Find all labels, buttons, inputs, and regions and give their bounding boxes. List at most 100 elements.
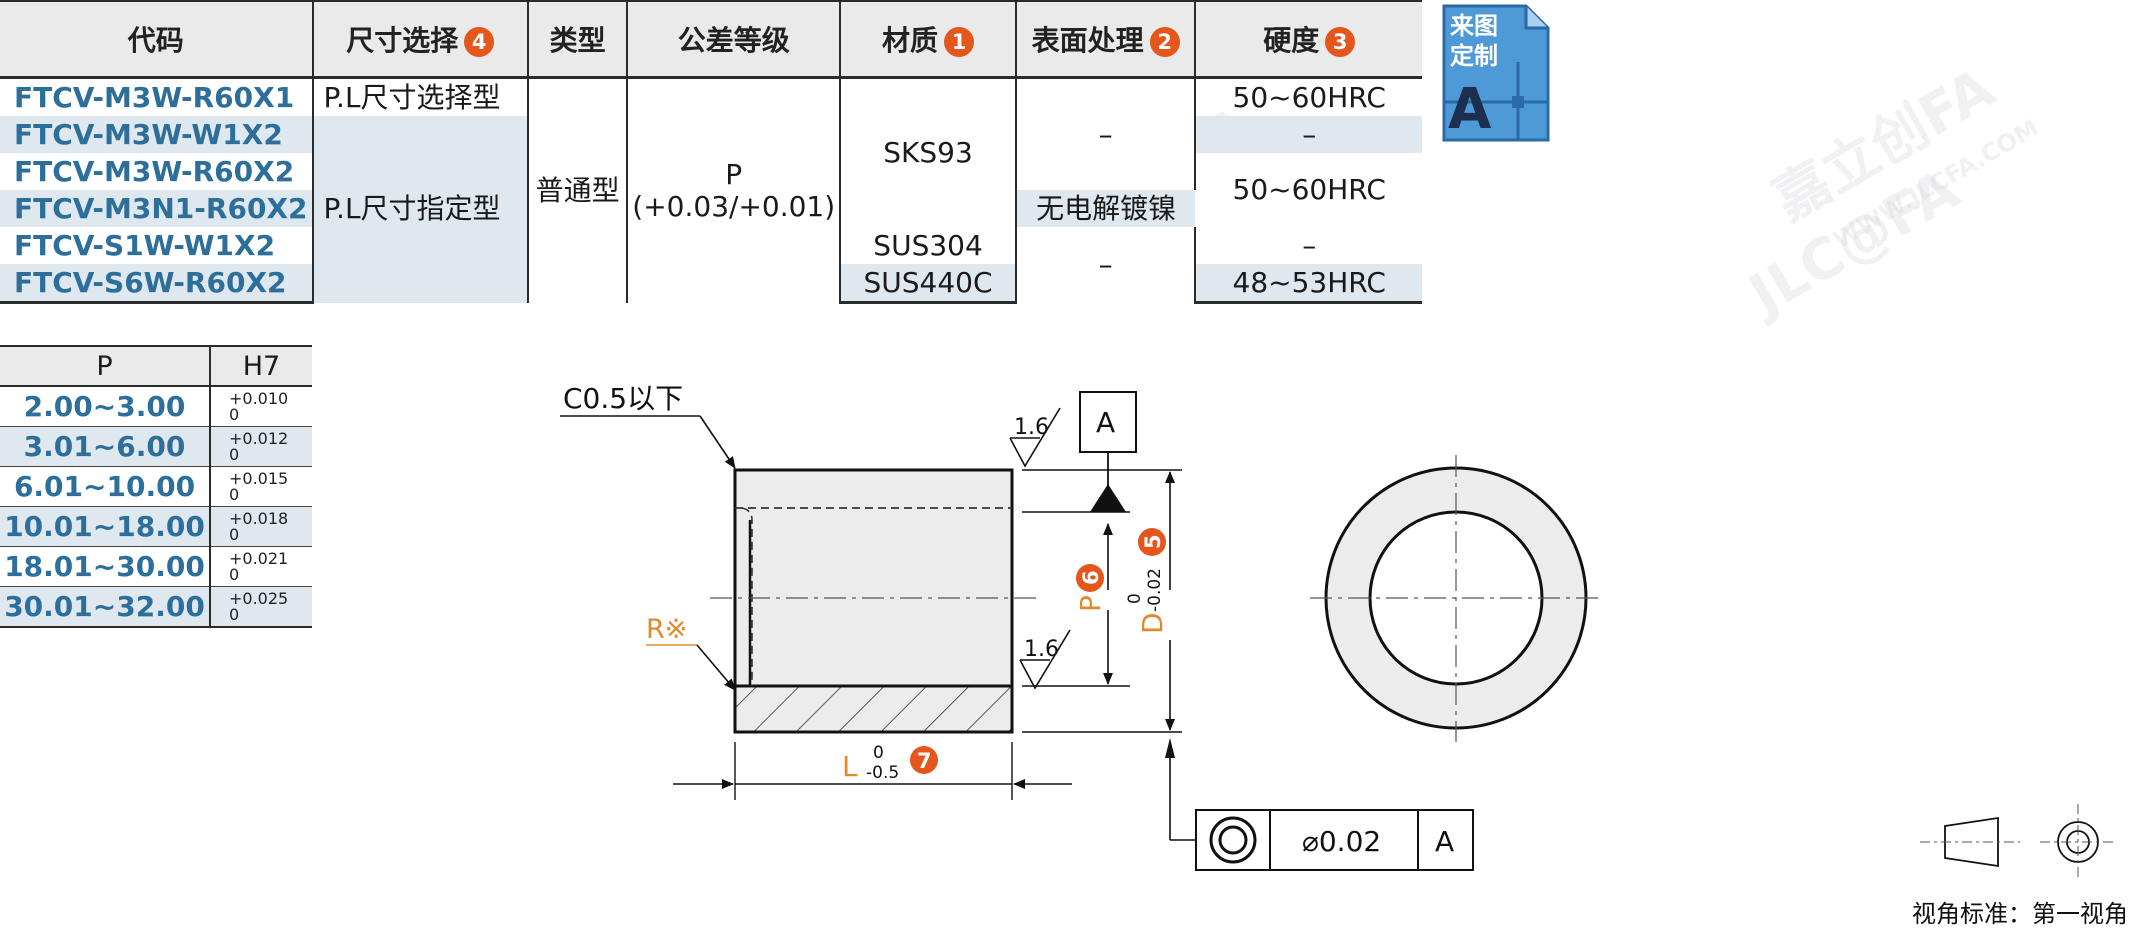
surface-cell-none: – [1015, 77, 1197, 190]
table-row: FTCV-M3N1-R60X2 无电解镀镍 [0, 190, 1422, 227]
length-dim-label: L [842, 750, 858, 783]
inner-dim-label: P [1074, 595, 1107, 612]
tolerance-p-cell: 6.01~10.00 [0, 466, 211, 507]
tolerance-header-row: P H7 [0, 345, 312, 387]
code-cell[interactable]: FTCV-M3W-R60X1 [0, 77, 314, 116]
tolerance-p-cell: 3.01~6.00 [0, 426, 211, 467]
radius-callout: R※ [646, 614, 736, 691]
tolerance-lower: 0 [229, 484, 240, 504]
tolerance-range: (+0.03/+0.01) [632, 189, 836, 223]
hardness-cell: – [1195, 116, 1422, 153]
code-cell[interactable]: FTCV-S1W-W1X2 [0, 227, 314, 264]
badge-line1: 来图 [1450, 12, 1498, 40]
tolerance-grade: P [725, 157, 743, 191]
material-badge: 1 [944, 27, 975, 57]
tolerance-lower: 0 [229, 564, 240, 584]
tolerance-lower: 0 [229, 404, 240, 424]
material-cell-sus304: SUS304 [840, 227, 1017, 264]
outer-dim-lower: -0.02 [1145, 568, 1165, 612]
header-code: 代码 [0, 0, 314, 79]
inner-diameter-dimension: P 6 [1074, 523, 1113, 685]
tolerance-lower: 0 [229, 444, 240, 464]
size-cell-specified: P.L尺寸指定型 [312, 116, 529, 303]
radius-note: R※ [646, 614, 687, 645]
type-cell: 普通型 [527, 77, 629, 303]
tolerance-p-cell: 2.00~3.00 [0, 386, 211, 427]
chamfer-note: C0.5以下 [563, 382, 683, 415]
roughness-symbol-bottom: 1.6 [1019, 629, 1071, 690]
length-dimension: L 0 -0.5 7 [673, 743, 1072, 789]
hardness-cell: – [1302, 228, 1317, 262]
table-row: FTCV-M3W-W1X2 P.L尺寸指定型 – [0, 116, 1422, 303]
code-cell[interactable]: FTCV-M3N1-R60X2 [0, 190, 314, 227]
tolerance-header-p: P [0, 345, 211, 387]
table-row: FTCV-S6W-R60X2 SUS440C 48~53HRC [0, 264, 1422, 304]
fcf-value: ⌀0.02 [1302, 825, 1381, 858]
inner-dim-badge: 6 [1079, 570, 1103, 585]
tolerance-upper: +0.015 [229, 468, 289, 488]
outer-dim-upper: 0 [1125, 593, 1145, 604]
header-type: 类型 [527, 0, 629, 79]
custom-drawing-badge[interactable]: 来图 定制 A [1440, 2, 1552, 144]
tolerance-upper: +0.018 [229, 508, 289, 528]
badge-letter: A [1448, 77, 1492, 142]
tolerance-header-h7: H7 [210, 345, 312, 387]
tolerance-upper: +0.021 [229, 548, 289, 568]
material-cell-sus440c: SUS440C [840, 264, 1017, 304]
outer-diameter-dimension: D 0 -0.02 5 [1125, 471, 1175, 731]
table-row: FTCV-S1W-W1X2 SUS304 – – [0, 227, 1422, 303]
material-cell-sks93: SKS93 [840, 77, 1017, 227]
datum-a: A [1079, 391, 1137, 512]
chamfer-callout: C0.5以下 [560, 382, 736, 469]
tolerance-lower: 0 [229, 524, 240, 544]
tolerance-p-cell: 18.01~30.00 [0, 546, 211, 587]
length-dim-badge: 7 [917, 749, 932, 773]
surface-cell-none-2: – [1015, 227, 1197, 303]
roughness-top-value: 1.6 [1014, 415, 1049, 440]
hardness-badge: 3 [1325, 27, 1356, 57]
code-cell[interactable]: FTCV-M3W-W1X2 [0, 116, 314, 153]
length-dim-lower: -0.5 [866, 763, 899, 783]
length-dim-upper: 0 [873, 743, 884, 763]
code-cell[interactable]: FTCV-S6W-R60X2 [0, 264, 314, 304]
badge-line2: 定制 [1450, 42, 1498, 70]
code-cell[interactable]: FTCV-M3W-R60X2 [0, 153, 314, 190]
roughness-symbol-top: 1.6 [1009, 407, 1061, 468]
size-cell-selectable: P.L尺寸选择型 [312, 77, 529, 116]
tolerance-cell: P (+0.03/+0.01) [627, 77, 842, 303]
outer-dim-badge: 5 [1141, 534, 1165, 549]
fcf-datum: A [1435, 825, 1454, 858]
roughness-bottom-value: 1.6 [1024, 637, 1059, 662]
tolerance-p-cell: 10.01~18.00 [0, 506, 211, 547]
feature-control-frame: ⌀0.02 A [1165, 738, 1474, 871]
datum-label: A [1096, 406, 1115, 439]
size-badge: 4 [464, 27, 495, 57]
tolerance-upper: +0.025 [229, 588, 289, 608]
header-tolerance: 公差等级 [627, 0, 842, 79]
side-view [710, 468, 1040, 734]
end-view [1310, 455, 1600, 742]
surface-cell-nickel: 无电解镀镍 [1015, 190, 1196, 227]
tolerance-upper: +0.012 [229, 428, 289, 448]
hardness-cell: 50~60HRC [1195, 153, 1422, 227]
hardness-cell: 50~60HRC [1232, 80, 1386, 114]
table-row: FTCV-M3W-R60X2 50~60HRC [0, 153, 1422, 227]
view-standard-label: 视角标准：第一视角 [1912, 900, 2128, 928]
